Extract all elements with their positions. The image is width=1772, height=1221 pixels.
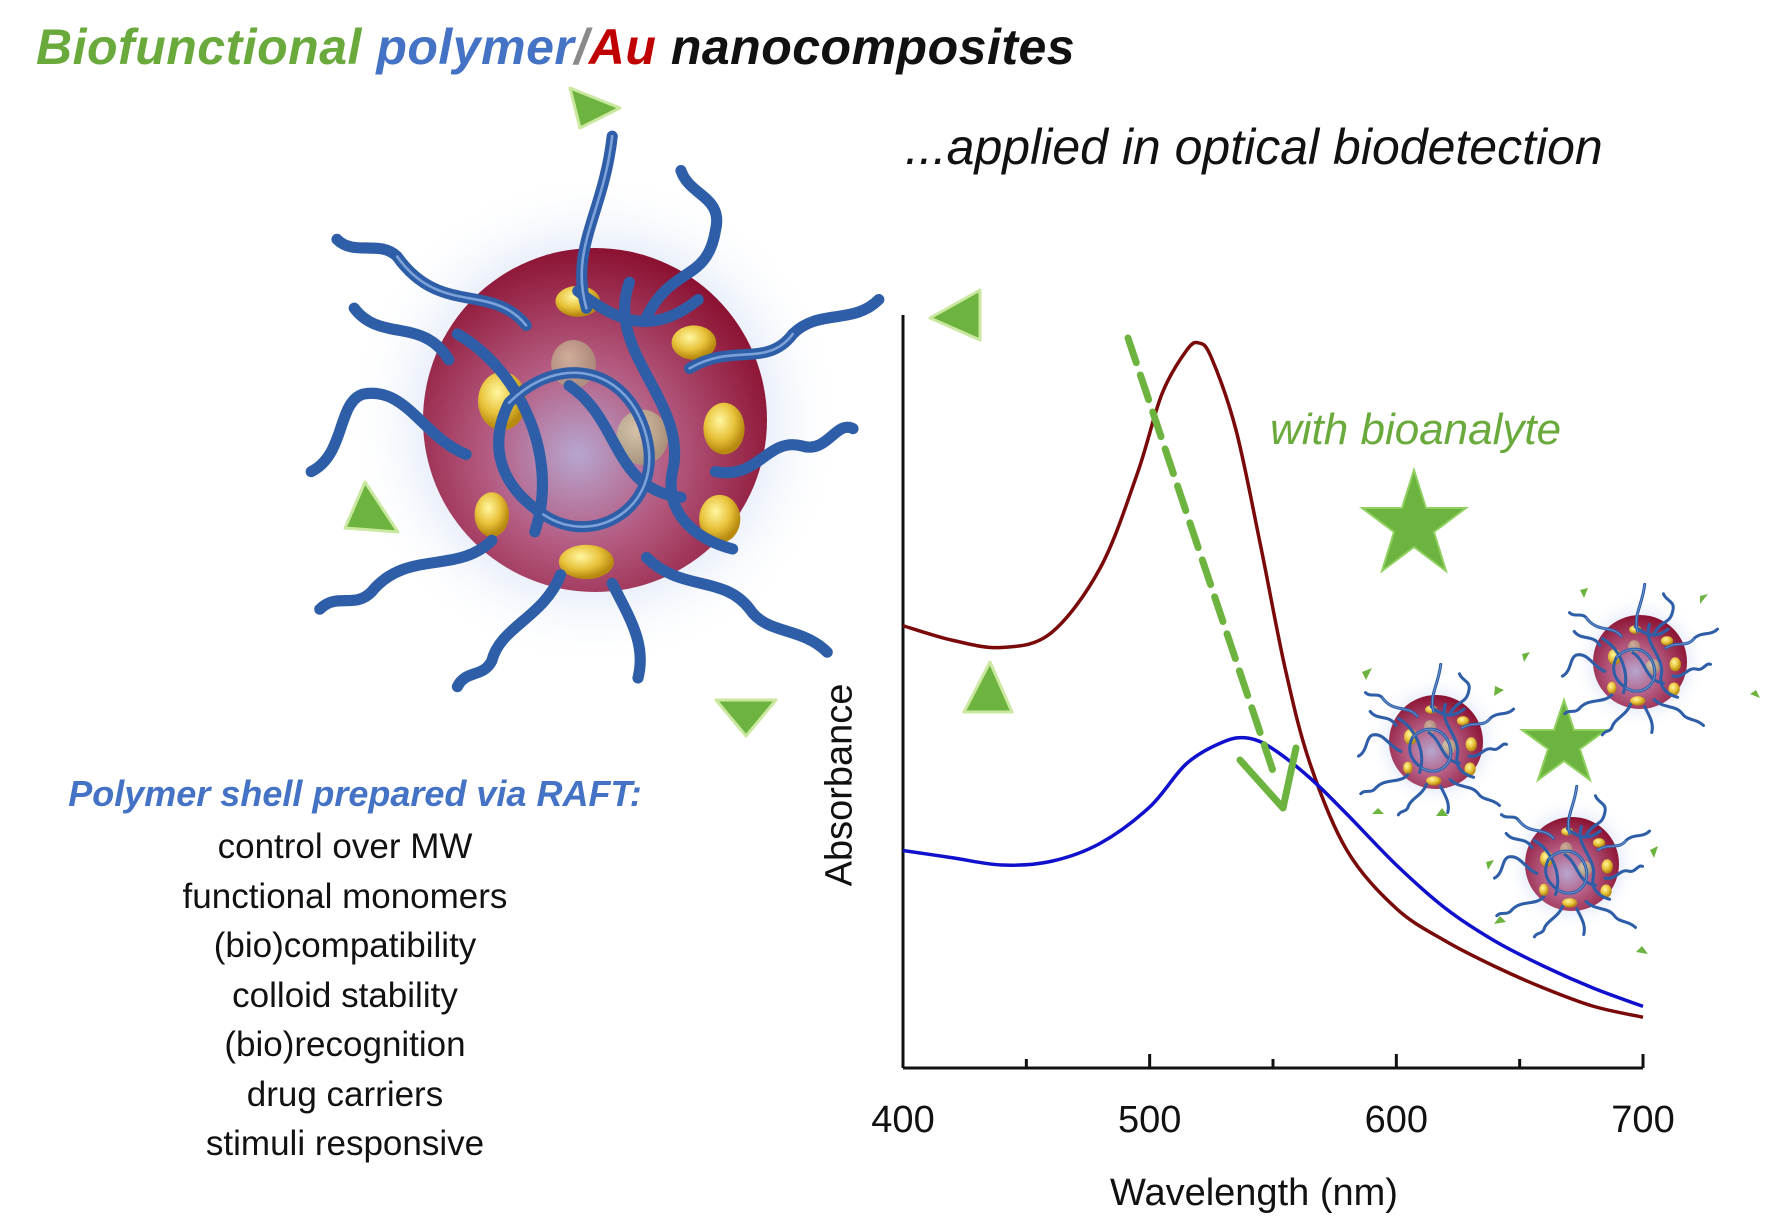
small-nanoparticle-icon bbox=[1560, 582, 1720, 737]
small-nanoparticle-icon bbox=[1356, 662, 1516, 817]
x-tick-label: 600 bbox=[1365, 1099, 1428, 1141]
arrow-head-icon bbox=[962, 660, 1014, 714]
x-axis-label: Wavelength (nm) bbox=[1110, 1172, 1398, 1214]
list-item: stimuli responsive bbox=[205, 1124, 485, 1163]
large-nanoparticle-icon bbox=[311, 136, 879, 686]
arrow-head-icon bbox=[928, 288, 982, 342]
list-item: (bio)compatibility bbox=[213, 926, 477, 965]
list-item: colloid stability bbox=[232, 975, 458, 1015]
subtitle: ...applied in optical biodetection bbox=[905, 119, 1603, 175]
list-item: functional monomers bbox=[182, 876, 508, 916]
small-nanoparticle-icon bbox=[1492, 784, 1652, 939]
bioanalyte-annotation: with bioanalyte bbox=[1270, 405, 1562, 454]
arrow-head-icon bbox=[568, 86, 622, 130]
list-item: drug carriers bbox=[246, 1074, 444, 1114]
star-icon bbox=[1359, 466, 1469, 574]
raft-heading: Polymer shell prepared via RAFT: bbox=[68, 773, 642, 814]
title-au: Au bbox=[588, 19, 657, 75]
arrow-heads bbox=[343, 86, 1014, 738]
x-tick-label: 500 bbox=[1118, 1099, 1181, 1141]
title-biofunctional: Biofunctional bbox=[36, 19, 362, 75]
title-slash: / bbox=[574, 19, 589, 75]
y-axis-label: Absorbance bbox=[818, 683, 861, 887]
title-polymer: polymer bbox=[376, 19, 575, 75]
arrow-head-icon bbox=[714, 698, 778, 738]
arrow-head-icon bbox=[343, 480, 400, 534]
small-arrow-heads bbox=[1362, 588, 1760, 954]
list-item: control over MW bbox=[217, 827, 473, 866]
title-nanocomposites: nanocomposites bbox=[670, 19, 1076, 75]
raft-feature-list: control over MW functional monomers (bio… bbox=[45, 822, 645, 1169]
x-tick-label: 400 bbox=[871, 1099, 934, 1141]
list-item: (bio)recognition bbox=[224, 1025, 466, 1064]
decrease-arrow-icon bbox=[1124, 334, 1300, 812]
x-tick-label: 700 bbox=[1611, 1099, 1674, 1141]
star-icon bbox=[1518, 696, 1610, 783]
figure-title: Biofunctional polymer/Au nanocomposites bbox=[36, 18, 1075, 76]
series-line-before bbox=[902, 340, 1644, 1019]
